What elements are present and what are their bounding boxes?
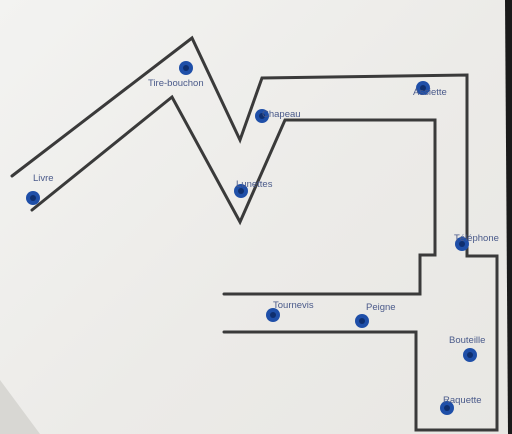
- marker-chapeau: [255, 109, 269, 123]
- label-lunettes: Lunettes: [236, 179, 273, 190]
- marker-assiette: [416, 81, 430, 95]
- marker-peigne: [355, 314, 369, 328]
- label-assiette: Assiette: [413, 87, 447, 98]
- marker-tournevis: [266, 308, 280, 322]
- marker-bouteille: [463, 348, 477, 362]
- marker-lunettes: [234, 184, 248, 198]
- label-chapeau: Chapeau: [262, 109, 301, 120]
- label-telephone: Téléphone: [454, 233, 499, 244]
- photo-edge: [505, 0, 512, 434]
- maze-walls: [10, 35, 499, 432]
- marker-telephone: [455, 237, 469, 251]
- marker-livre: [26, 191, 40, 205]
- label-raquette: Raquette: [443, 395, 482, 406]
- label-tire-bouchon: Tire-bouchon: [148, 78, 204, 89]
- paper-shadow: [0, 380, 40, 434]
- label-bouteille: Bouteille: [449, 335, 486, 346]
- marker-tire-bouchon: [179, 61, 193, 75]
- marker-raquette: [440, 401, 454, 415]
- label-peigne: Peigne: [366, 302, 396, 313]
- label-tournevis: Tournevis: [273, 300, 314, 311]
- label-livre: Livre: [33, 173, 54, 184]
- maze-wall-inner: [30, 94, 437, 296]
- marker-group: [26, 61, 477, 415]
- maze-wall-outer: [10, 35, 499, 432]
